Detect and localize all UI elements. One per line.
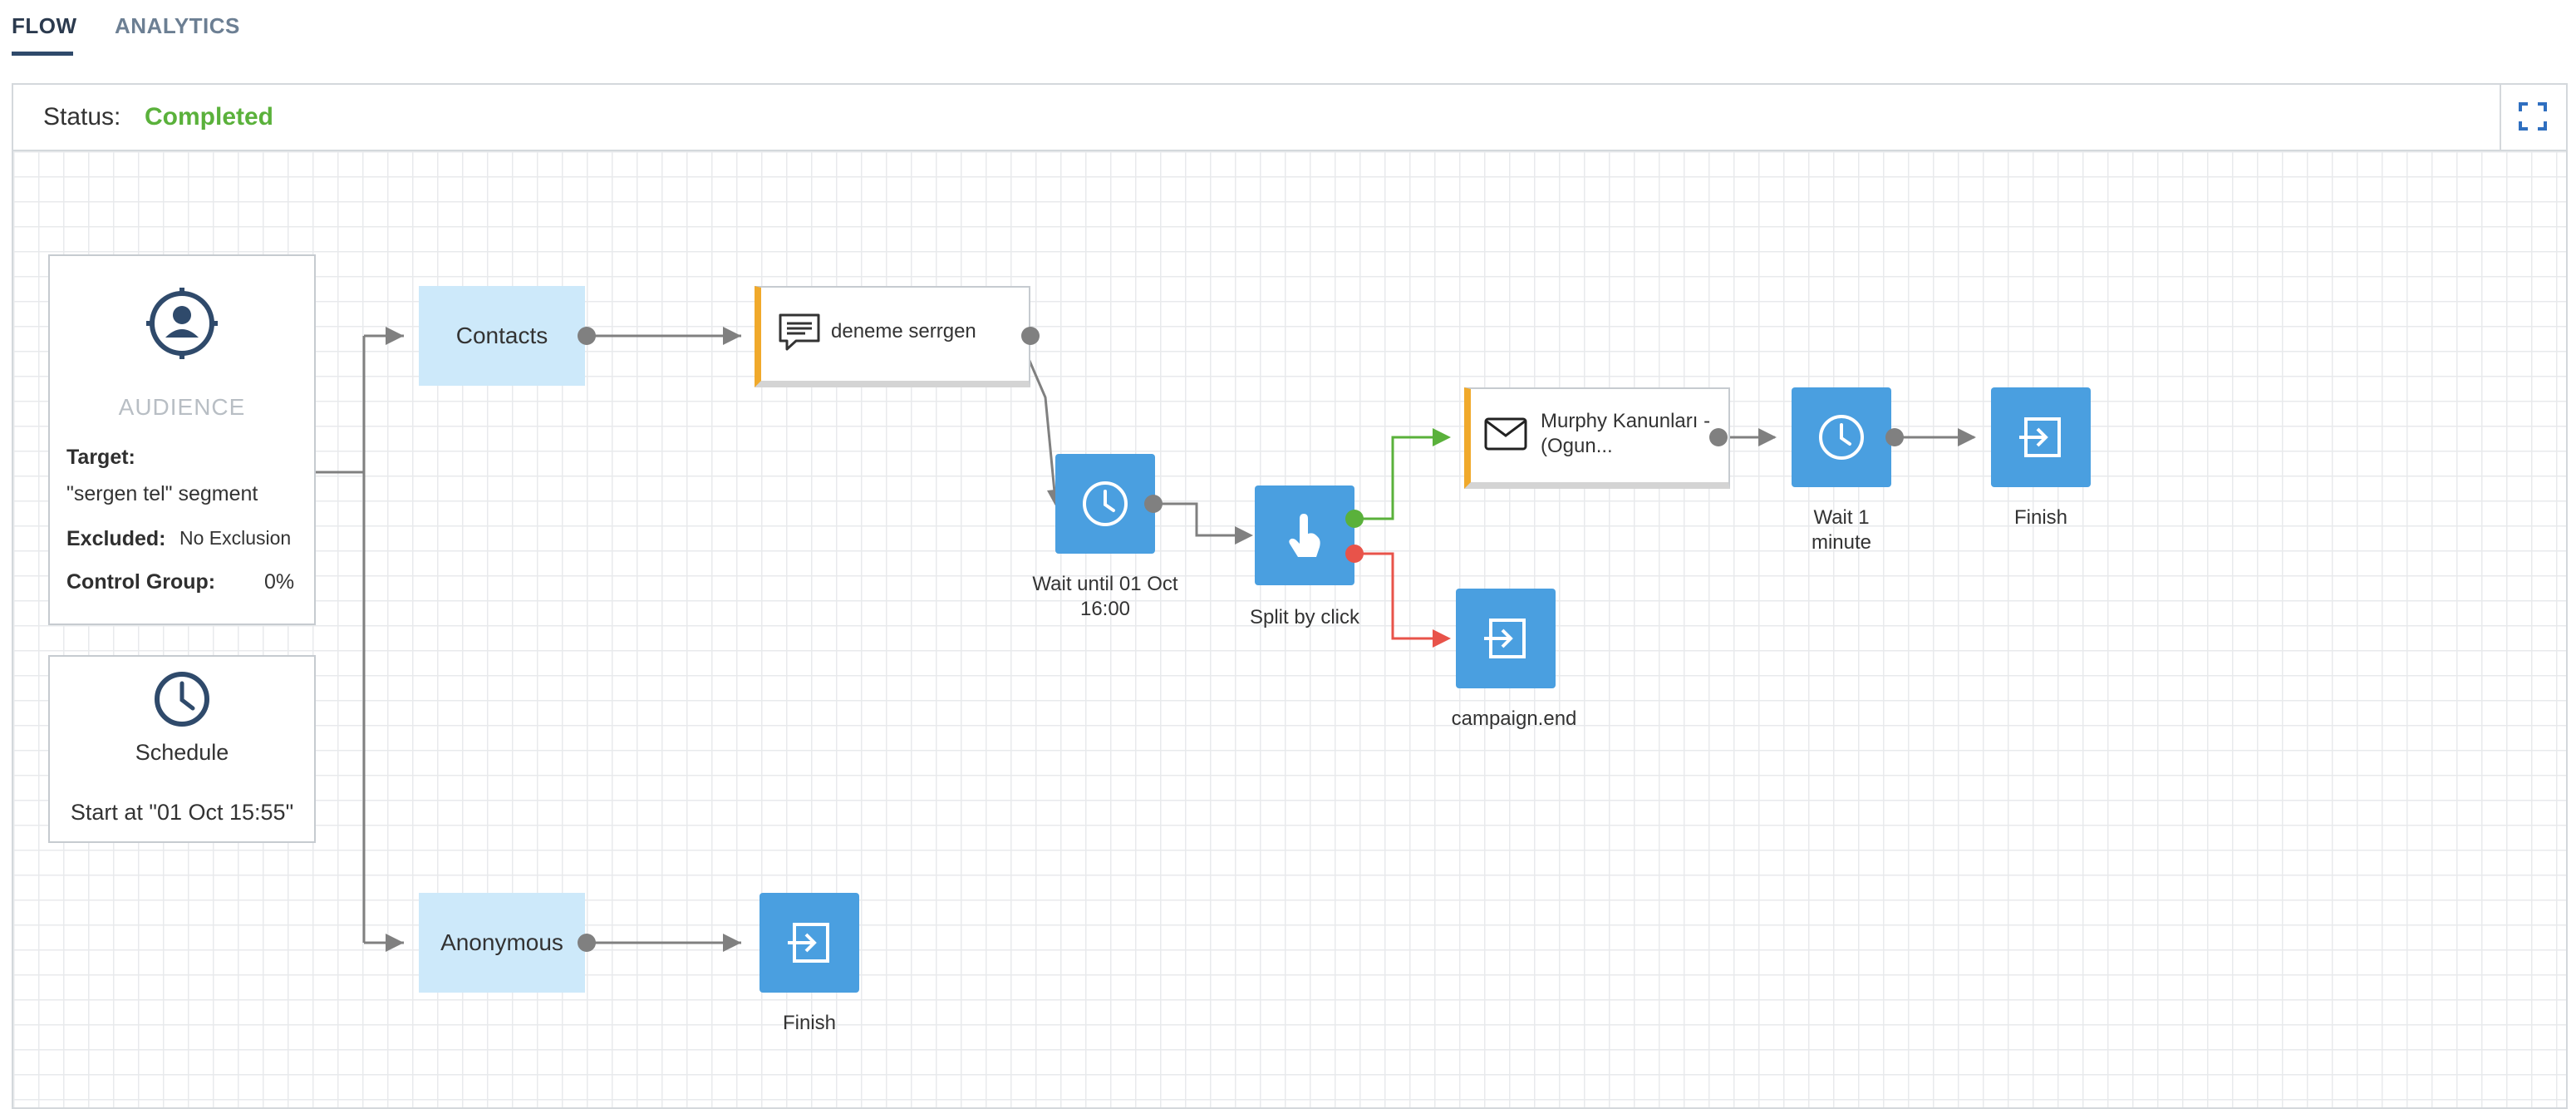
target-value: "sergen tel" segment	[66, 482, 258, 505]
connector-split-no	[1354, 552, 1443, 640]
status-label: Status:	[43, 103, 121, 131]
wait-1-minute-output-port[interactable]	[1885, 428, 1904, 446]
sms-output-port[interactable]	[1021, 327, 1040, 345]
campaign-end-label: campaign.end	[1451, 707, 1577, 730]
no-arrowhead	[1433, 629, 1451, 648]
email-message-label: Murphy Kanunları - (Ogun...	[1541, 410, 1711, 457]
exit-icon	[788, 923, 829, 963]
sms-message-label: deneme serrgen	[831, 320, 976, 343]
email-icon	[1484, 417, 1527, 455]
wait-until-node[interactable]	[1055, 454, 1155, 554]
split-no-port[interactable]	[1345, 545, 1364, 563]
contacts-output-port[interactable]	[578, 327, 596, 345]
segment-anonymous[interactable]: Anonymous	[419, 893, 585, 993]
tab-bar: FLOW ANALYTICS	[0, 0, 2576, 67]
status-bar: Status: Completed	[13, 85, 2566, 151]
active-tab-indicator	[12, 52, 73, 56]
excluded-value: No Exclusion	[179, 527, 292, 549]
audience-icon	[146, 288, 218, 363]
segment-contacts[interactable]: Contacts	[419, 286, 585, 386]
connector-wait-split	[1153, 502, 1236, 537]
control-group-value: 0%	[264, 570, 295, 594]
finish-node-bottom[interactable]	[760, 893, 859, 993]
sms-icon	[778, 313, 821, 357]
finish-node-top[interactable]	[1991, 387, 2091, 487]
connector-arrowheads	[386, 327, 1976, 952]
fullscreen-button[interactable]	[2500, 85, 2566, 150]
finish-top-label: Finish	[2013, 506, 2068, 529]
wait-1-minute-label: Wait 1 minute	[1811, 506, 1872, 554]
split-yes-port[interactable]	[1345, 510, 1364, 528]
anonymous-output-port[interactable]	[578, 934, 596, 952]
sms-message-node[interactable]: deneme serrgen	[755, 286, 1030, 387]
tab-flow[interactable]: FLOW	[12, 13, 77, 38]
flow-canvas[interactable]: AUDIENCE Target: "sergen tel" segment Ex…	[13, 151, 2566, 1107]
target-label: Target:	[66, 446, 135, 469]
exit-icon	[2019, 417, 2061, 457]
split-by-click-node[interactable]	[1255, 485, 1354, 585]
excluded-label: Excluded:	[66, 527, 166, 550]
clock-icon	[1083, 481, 1128, 526]
yes-arrowhead	[1433, 428, 1451, 446]
flow-panel: Status: Completed	[12, 83, 2568, 1109]
audience-title: AUDIENCE	[118, 394, 246, 420]
wait-until-label: Wait until 01 Oct 16:00	[1032, 573, 1178, 620]
audience-card[interactable]: AUDIENCE Target: "sergen tel" segment Ex…	[48, 254, 316, 625]
exit-icon	[1484, 619, 1526, 658]
schedule-title: Schedule	[135, 740, 229, 765]
email-output-port[interactable]	[1709, 428, 1728, 446]
click-icon	[1289, 514, 1320, 557]
expand-icon	[2519, 102, 2547, 131]
wait-1-minute-node[interactable]	[1792, 387, 1891, 487]
schedule-card[interactable]: Schedule Start at "01 Oct 15:55"	[48, 655, 316, 843]
finish-bottom-label: Finish	[782, 1012, 837, 1034]
connector-split-yes	[1354, 436, 1443, 520]
split-by-click-label: Split by click	[1249, 606, 1360, 628]
control-group-label: Control Group:	[66, 570, 216, 594]
clock-icon	[153, 670, 211, 732]
wait-until-output-port[interactable]	[1144, 495, 1163, 513]
email-message-node[interactable]: Murphy Kanunları - (Ogun...	[1464, 387, 1730, 489]
schedule-start: Start at "01 Oct 15:55"	[70, 800, 294, 825]
tab-analytics[interactable]: ANALYTICS	[115, 13, 240, 38]
status-badge: Completed	[145, 103, 274, 131]
campaign-end-node[interactable]	[1456, 589, 1556, 688]
clock-icon	[1819, 415, 1864, 460]
